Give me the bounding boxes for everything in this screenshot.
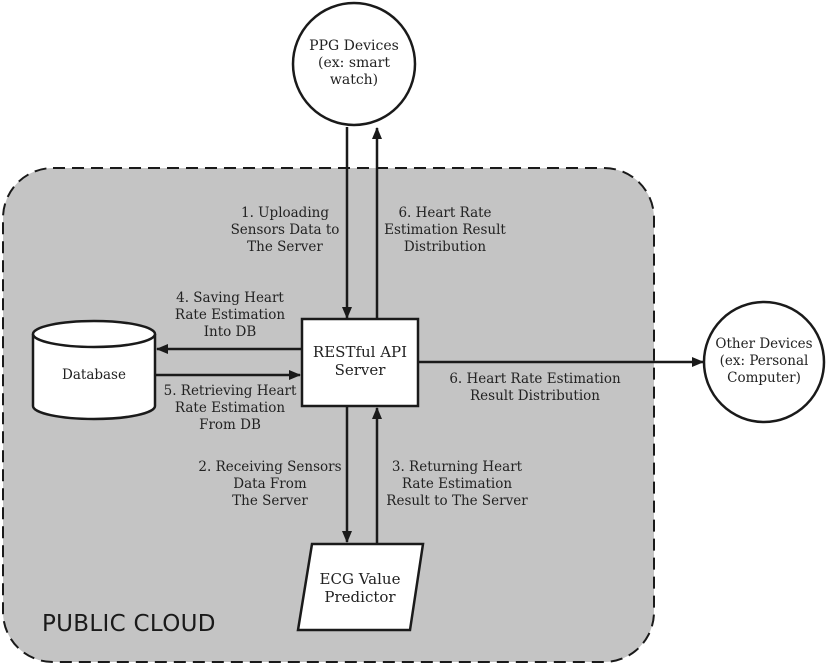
edge-label-return-line1: 3. Returning Heart <box>391 459 523 475</box>
server-label: RESTful API Server <box>302 343 418 379</box>
edge-label-distribution-ppg-line1: 6. Heart Rate <box>398 205 492 221</box>
edge-label-retrieve-db-line3: From DB <box>199 417 261 433</box>
edge-label-receive-line1: 2. Receiving Sensors <box>198 459 342 475</box>
other-devices-line1: Other Devices <box>715 336 813 352</box>
edge-label-retrieve-db-line2: Rate Estimation <box>174 400 286 416</box>
edge-label-distribution-other-line1: 6. Heart Rate Estimation <box>449 371 621 387</box>
edge-label-receive-line2: Data From <box>233 476 307 492</box>
edge-label-distribution-ppg-line3: Distribution <box>403 239 487 255</box>
other-devices-line2: (ex: Personal <box>719 353 809 369</box>
edge-label-save-db-line2: Rate Estimation <box>174 307 286 323</box>
database-label: Database <box>62 367 126 383</box>
server-line1: RESTful API <box>312 343 408 361</box>
ppg-devices-line3: watch) <box>329 72 379 88</box>
edge-label-retrieve-db-line1: 5. Retrieving Heart <box>163 383 297 399</box>
edge-label-receive-line3: The Server <box>232 493 308 509</box>
edge-label-retrieve-db: 5. Retrieving Heart Rate Estimation From… <box>155 383 305 434</box>
ecg-line1: ECG Value <box>319 570 401 588</box>
ppg-devices-label: PPG Devices (ex: smart watch) <box>294 38 414 89</box>
ppg-devices-line2: (ex: smart <box>318 55 390 71</box>
edge-label-upload: 1. Uploading Sensors Data to The Server <box>225 205 345 256</box>
ppg-devices-line1: PPG Devices <box>309 38 399 54</box>
edge-label-return-line3: Result to The Server <box>386 493 528 509</box>
other-devices-label: Other Devices (ex: Personal Computer) <box>704 336 824 387</box>
edge-label-distribution-ppg-line2: Estimation Result <box>384 222 506 238</box>
edge-label-distribution-ppg: 6. Heart Rate Estimation Result Distribu… <box>380 205 510 256</box>
edge-label-distribution-other-line2: Result Distribution <box>470 388 600 404</box>
restful-api-server-node <box>300 317 420 408</box>
edge-label-return: 3. Returning Heart Rate Estimation Resul… <box>377 459 537 510</box>
ppg-devices-node <box>291 1 417 127</box>
edge-label-save-db-line1: 4. Saving Heart <box>176 290 284 306</box>
other-devices-line3: Computer) <box>727 370 801 386</box>
public-cloud-label: PUBLIC CLOUD <box>42 611 216 637</box>
edge-label-return-line2: Rate Estimation <box>401 476 513 492</box>
other-devices-node <box>702 300 826 424</box>
ecg-value-predictor-node <box>296 542 425 632</box>
edge-label-distribution-other: 6. Heart Rate Estimation Result Distribu… <box>445 371 625 405</box>
edge-label-save-db-line3: Into DB <box>203 324 257 340</box>
edge-label-upload-line1: 1. Uploading <box>241 205 329 221</box>
edge-label-upload-line2: Sensors Data to <box>230 222 340 238</box>
database-node <box>31 319 157 421</box>
ecg-line2: Predictor <box>324 588 396 606</box>
ecg-predictor-label: ECG Value Predictor <box>300 570 420 606</box>
server-line2: Server <box>334 361 386 379</box>
public-cloud-region <box>2 167 655 663</box>
edge-label-receive: 2. Receiving Sensors Data From The Serve… <box>195 459 345 510</box>
edge-label-upload-line3: The Server <box>247 239 323 255</box>
edge-label-save-db: 4. Saving Heart Rate Estimation Into DB <box>160 290 300 341</box>
